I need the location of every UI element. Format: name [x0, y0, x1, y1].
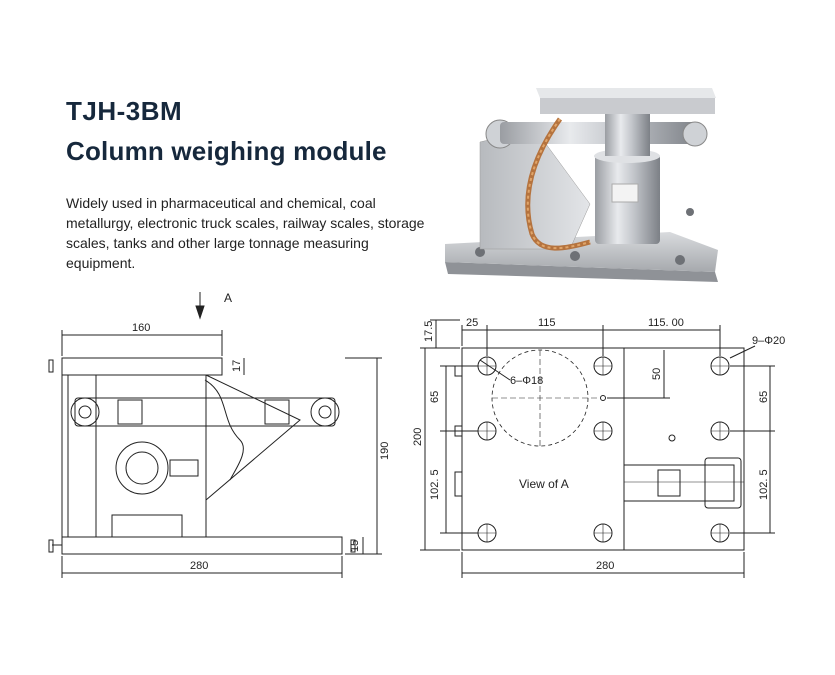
- dim-top-50: 50: [651, 368, 663, 380]
- dim-top-holes-right: 9–Φ20: [752, 335, 785, 347]
- front-view-drawing: [48, 292, 382, 578]
- dim-top-65-right: 65: [758, 391, 770, 403]
- dim-top-1025-right: 102. 5: [758, 469, 770, 500]
- top-view-drawing: [420, 319, 775, 578]
- dim-top-200: 200: [412, 428, 424, 446]
- product-description: Widely used in pharmaceutical and chemic…: [66, 195, 425, 271]
- dim-front-plate: 17: [231, 360, 243, 372]
- dim-front-width: 280: [190, 560, 208, 572]
- product-name: Column weighing module: [66, 136, 387, 166]
- view-arrow-label: A: [224, 291, 232, 305]
- dim-front-height: 190: [379, 442, 391, 460]
- dim-top-x2: 115: [538, 317, 556, 329]
- dim-top-holes-left: 6–Φ18: [510, 375, 543, 387]
- product-model: TJH-3BM: [66, 96, 183, 126]
- dim-top-1025-left: 102. 5: [429, 469, 441, 500]
- dim-top-width: 280: [596, 560, 614, 572]
- dim-top-edge: 17.5: [423, 321, 435, 342]
- dim-front-top-width: 160: [132, 322, 150, 334]
- view-label: View of A: [519, 477, 569, 491]
- dim-top-x3: 115. 00: [648, 317, 684, 329]
- product-photo: [445, 88, 718, 282]
- dim-front-base: 15: [349, 540, 361, 552]
- dim-top-x1: 25: [466, 317, 478, 329]
- dim-top-65-left: 65: [429, 391, 441, 403]
